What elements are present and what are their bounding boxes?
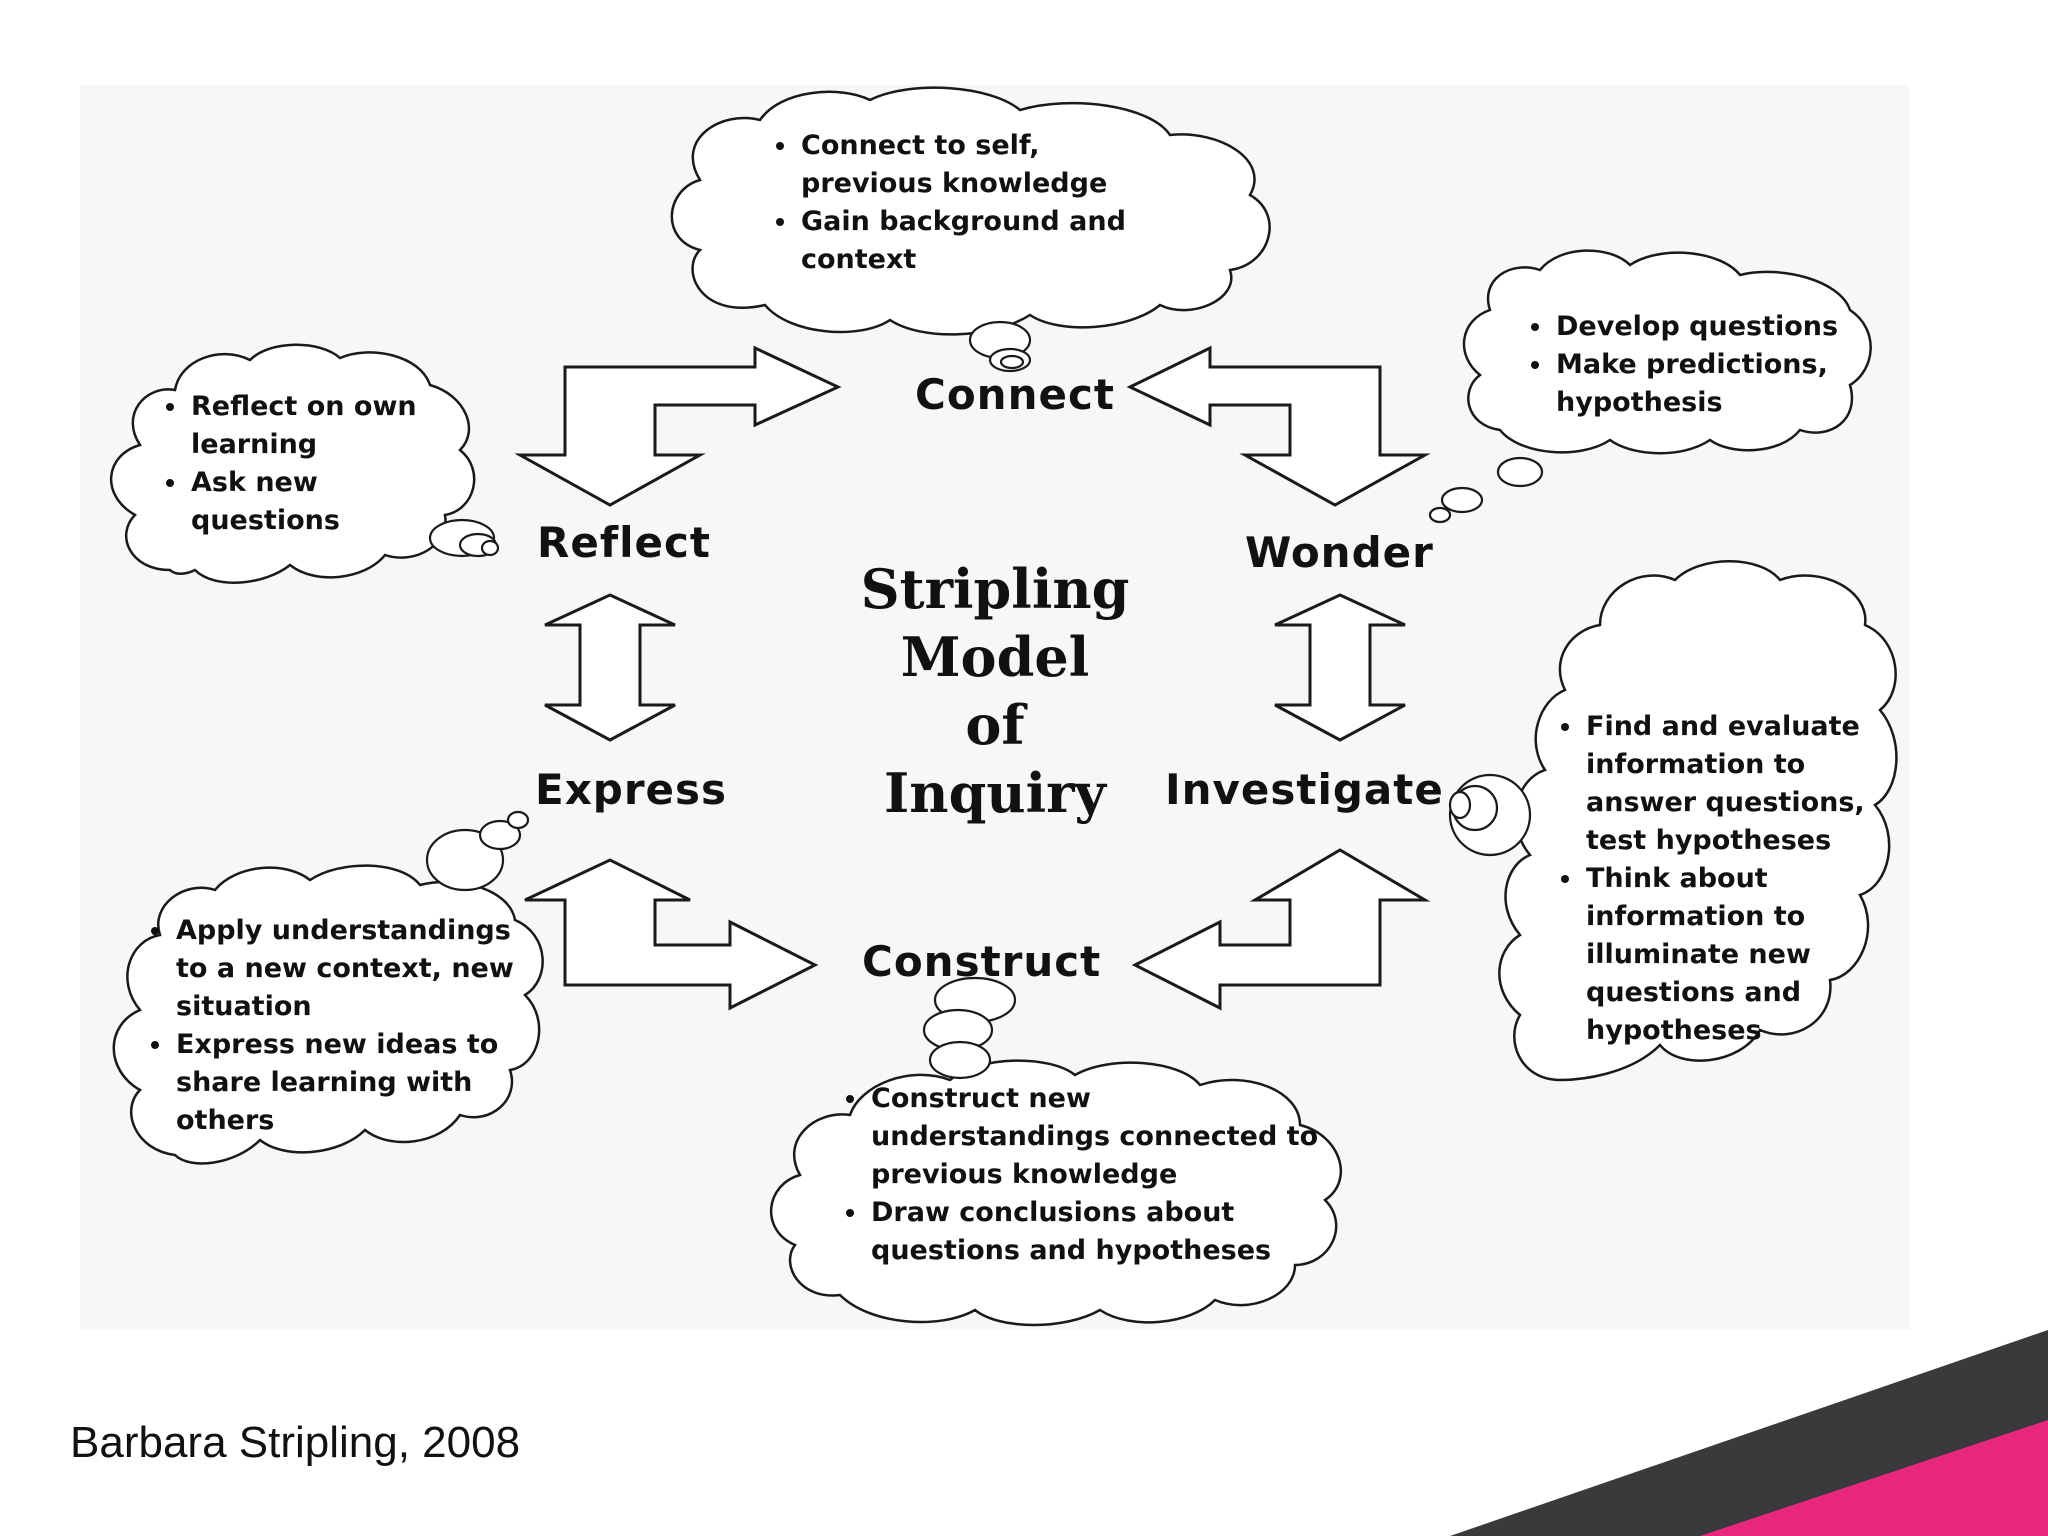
arrow-express-to-construct	[524, 858, 819, 1011]
cloud-construct-text: Construct new understandings connected t…	[845, 1080, 1329, 1270]
stage-express: Express	[535, 765, 728, 814]
cloud-reflect-text: Reflect on own learning Ask new question…	[165, 388, 429, 540]
arrow-investigate-to-construct	[1131, 848, 1431, 1011]
stage-construct: Construct	[862, 937, 1102, 986]
title-line: Inquiry	[884, 761, 1106, 825]
title-line: Stripling	[860, 557, 1130, 621]
cloud-bullet: Think about information to illuminate ne…	[1584, 860, 1904, 1050]
cloud-wonder-text: Develop questions Make predictions, hypo…	[1530, 308, 1884, 422]
cloud-bullet: Construct new understandings connected t…	[869, 1080, 1329, 1194]
stage-wonder: Wonder	[1245, 528, 1434, 577]
accent-pink-shape	[1700, 1420, 2048, 1536]
arrow-connect-to-wonder	[1126, 345, 1431, 507]
cloud-bullet: Draw conclusions about questions and hyp…	[869, 1194, 1329, 1270]
cloud-construct	[769, 1059, 1342, 1327]
cloud-connect	[670, 86, 1271, 336]
title-line: of	[965, 693, 1025, 757]
cloud-wonder	[1462, 249, 1872, 455]
cloud-bullet: Connect to self, previous knowledge	[799, 127, 1179, 203]
arrow-reflect-express	[544, 593, 676, 742]
arrow-wonder-investigate	[1274, 593, 1406, 742]
stage-investigate: Investigate	[1165, 765, 1444, 814]
stage-reflect: Reflect	[537, 518, 711, 567]
cloud-tails	[425, 320, 1544, 1080]
cloud-bullet: Develop questions	[1554, 308, 1884, 346]
arrow-reflect-to-connect	[514, 345, 842, 507]
cloud-express-text: Apply understandings to a new context, n…	[150, 912, 549, 1140]
cloud-bullet: Reflect on own learning	[189, 388, 429, 464]
cloud-connect-text: Connect to self, previous knowledge Gain…	[775, 127, 1179, 279]
cloud-investigate-text: Find and evaluate information to answer …	[1560, 708, 1904, 1050]
cloud-bullet: Express new ideas to share learning with…	[174, 1026, 549, 1140]
title-line: Model	[900, 625, 1090, 689]
cloud-bullet: Find and evaluate information to answer …	[1584, 708, 1904, 860]
source-credit: Barbara Stripling, 2008	[70, 1418, 521, 1467]
cloud-bullet: Ask new questions	[189, 464, 429, 540]
cloud-bullet: Gain background and context	[799, 203, 1179, 279]
cloud-bullet: Make predictions, hypothesis	[1554, 346, 1884, 422]
cloud-bullet: Apply understandings to a new context, n…	[174, 912, 549, 1026]
stage-connect: Connect	[915, 370, 1115, 419]
cloud-reflect	[109, 343, 476, 584]
cloud-investigate	[1498, 560, 1898, 1082]
diagram-title: Stripling Model of Inquiry	[840, 555, 1150, 827]
